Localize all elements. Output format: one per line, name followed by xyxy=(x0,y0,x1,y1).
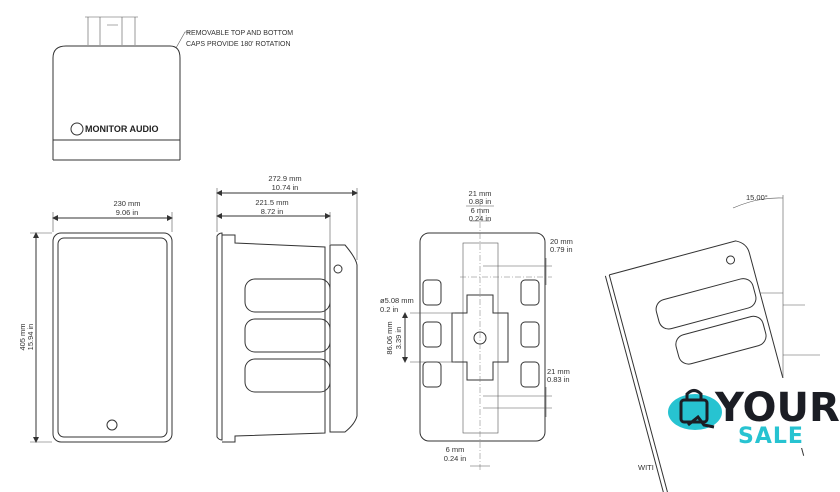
bottom-gap-in: 0.24 in xyxy=(444,454,467,463)
hole-dia-in: 0.2 in xyxy=(380,305,398,314)
depth-total-in: 10.74 in xyxy=(272,183,299,192)
front-view: 230 mm 9.06 in 405 mm 15.94 in xyxy=(18,199,173,443)
upper-offset-mm: 20 mm xyxy=(550,237,573,246)
bottom-gap-mm: 6 mm xyxy=(446,445,465,454)
upper-offset-in: 0.79 in xyxy=(550,245,573,254)
rotation-note-line2: CAPS PROVIDE 180' ROTATION xyxy=(186,41,291,48)
depth-total-mm: 272.9 mm xyxy=(268,174,301,183)
width-in: 9.06 in xyxy=(116,208,139,217)
watermark-sale: SALE xyxy=(738,424,804,449)
back-view: 21 mm 0.83 in 6 mm 0.24 in 20 mm 0.79 in… xyxy=(380,189,573,470)
watermark-logo: YOUR SALE xyxy=(660,378,840,449)
hand-pointer-icon xyxy=(687,414,715,429)
hole-spacing-in: 3.39 in xyxy=(394,327,403,350)
top-gap-mm: 6 mm xyxy=(471,206,490,215)
hole-dia-mm: ø5.08 mm xyxy=(380,296,414,305)
logo-badge-icon xyxy=(106,419,118,431)
top-slot-in: 0.83 in xyxy=(469,197,492,206)
height-mm: 405 mm xyxy=(18,323,27,350)
top-slot-mm: 21 mm xyxy=(469,189,492,198)
depth-body-in: 8.72 in xyxy=(261,207,284,216)
lower-offset-mm: 21 mm xyxy=(547,367,570,376)
tilt-angle: 15.00° xyxy=(746,193,768,202)
watermark-your: YOUR xyxy=(714,385,840,431)
lower-offset-in: 0.83 in xyxy=(547,375,570,384)
width-mm: 230 mm xyxy=(113,199,140,208)
depth-body-mm: 221.5 mm xyxy=(255,198,288,207)
top-view: REMOVABLE TOP AND BOTTOM CAPS PROVIDE 18… xyxy=(52,16,293,161)
hole-spacing-mm: 86.06 mm xyxy=(385,321,394,354)
height-in: 15.94 in xyxy=(26,324,35,351)
brand-text: MONITOR AUDIO xyxy=(85,124,159,134)
top-gap-in: 0.24 in xyxy=(469,214,492,223)
side-view: 272.9 mm 10.74 in 221.5 mm 8.72 in xyxy=(216,174,358,443)
rotation-note-line1: REMOVABLE TOP AND BOTTOM xyxy=(186,30,293,37)
brand-logo-icon xyxy=(70,122,84,136)
tilt-caption: WITI xyxy=(638,463,654,472)
tilt-view: 15.00° WITI xyxy=(604,193,820,492)
